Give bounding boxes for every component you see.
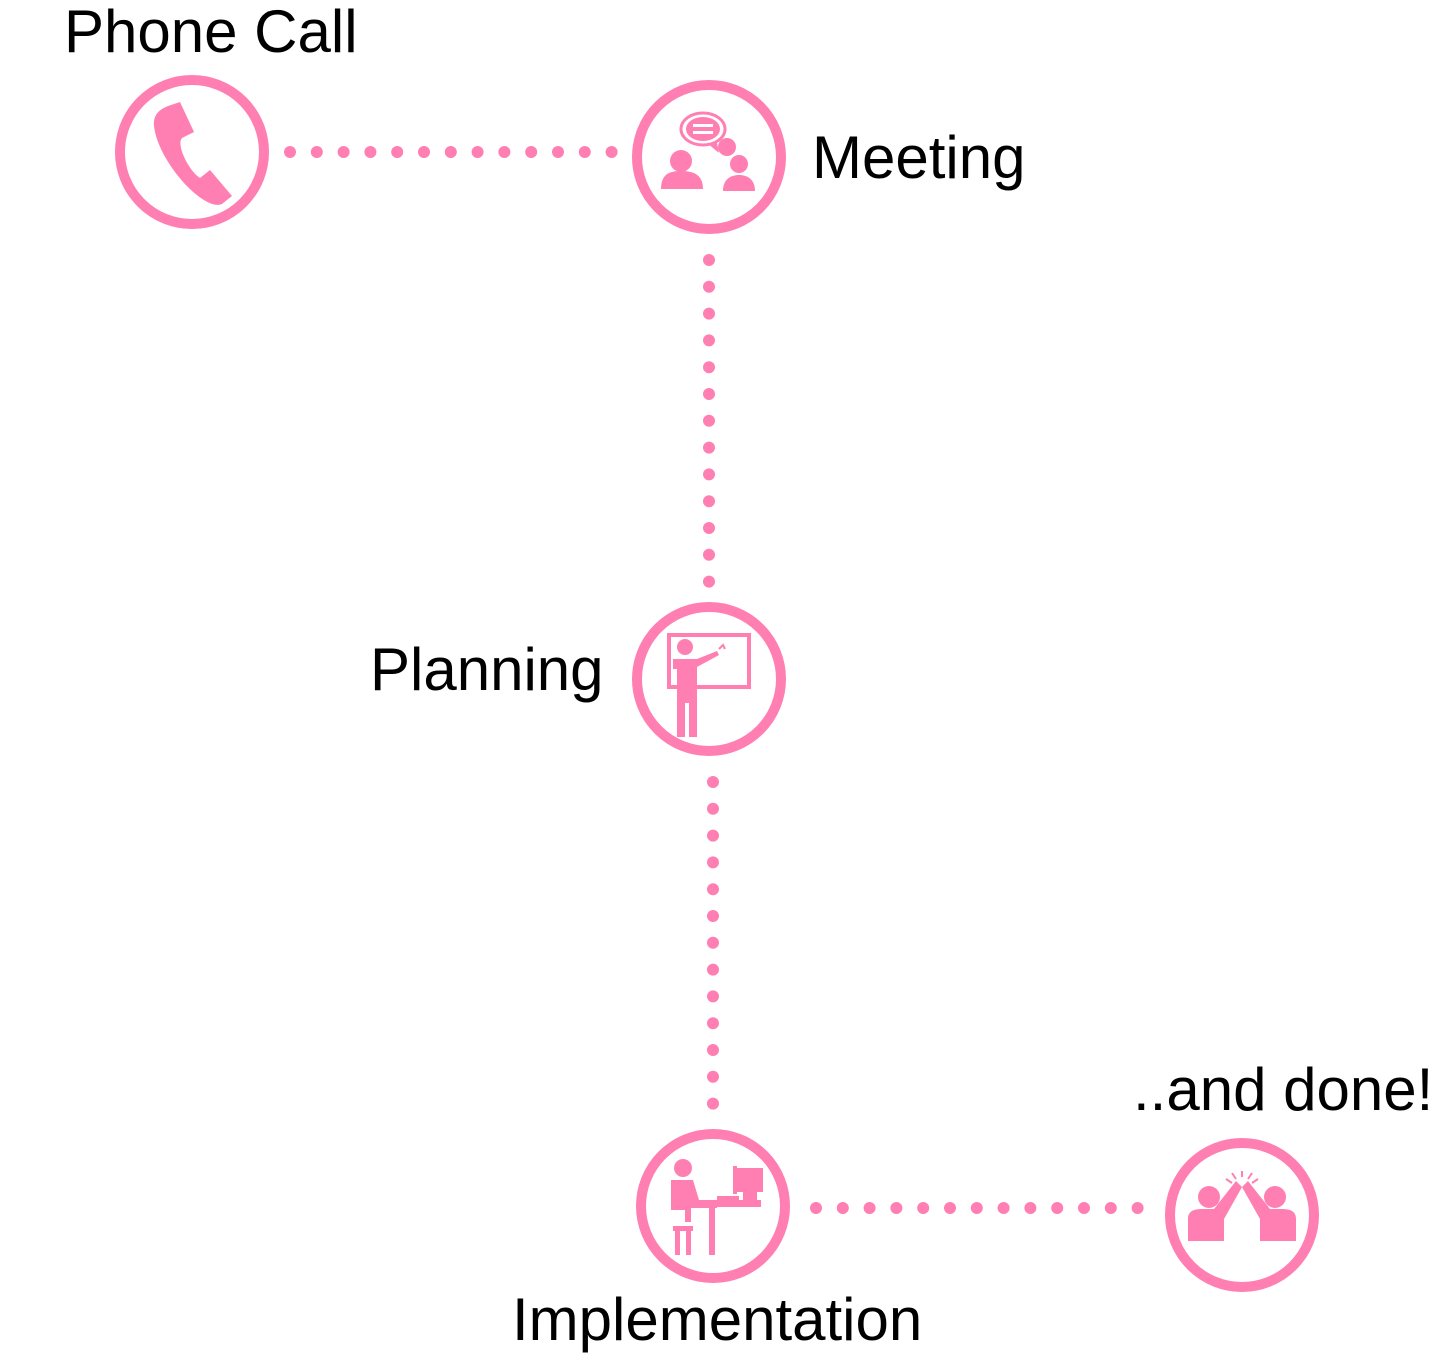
meeting-icon bbox=[661, 111, 755, 191]
step-label-implementation: Implementation bbox=[512, 1286, 923, 1353]
computer-work-icon bbox=[671, 1159, 763, 1255]
step-label-meeting: Meeting bbox=[812, 124, 1026, 191]
step-label-phone-call: Phone Call bbox=[64, 0, 358, 65]
phone-icon bbox=[153, 102, 232, 205]
node-meeting bbox=[632, 80, 786, 234]
node-implementation bbox=[636, 1129, 790, 1283]
connectors bbox=[284, 146, 1144, 1214]
step-label-planning: Planning bbox=[370, 636, 604, 703]
node-phone-call bbox=[115, 75, 269, 229]
step-label-done: ..and done! bbox=[1133, 1056, 1434, 1123]
node-done bbox=[1165, 1138, 1319, 1292]
node-planning bbox=[632, 602, 786, 756]
presentation-icon bbox=[667, 633, 751, 737]
high-five-icon bbox=[1188, 1171, 1296, 1241]
